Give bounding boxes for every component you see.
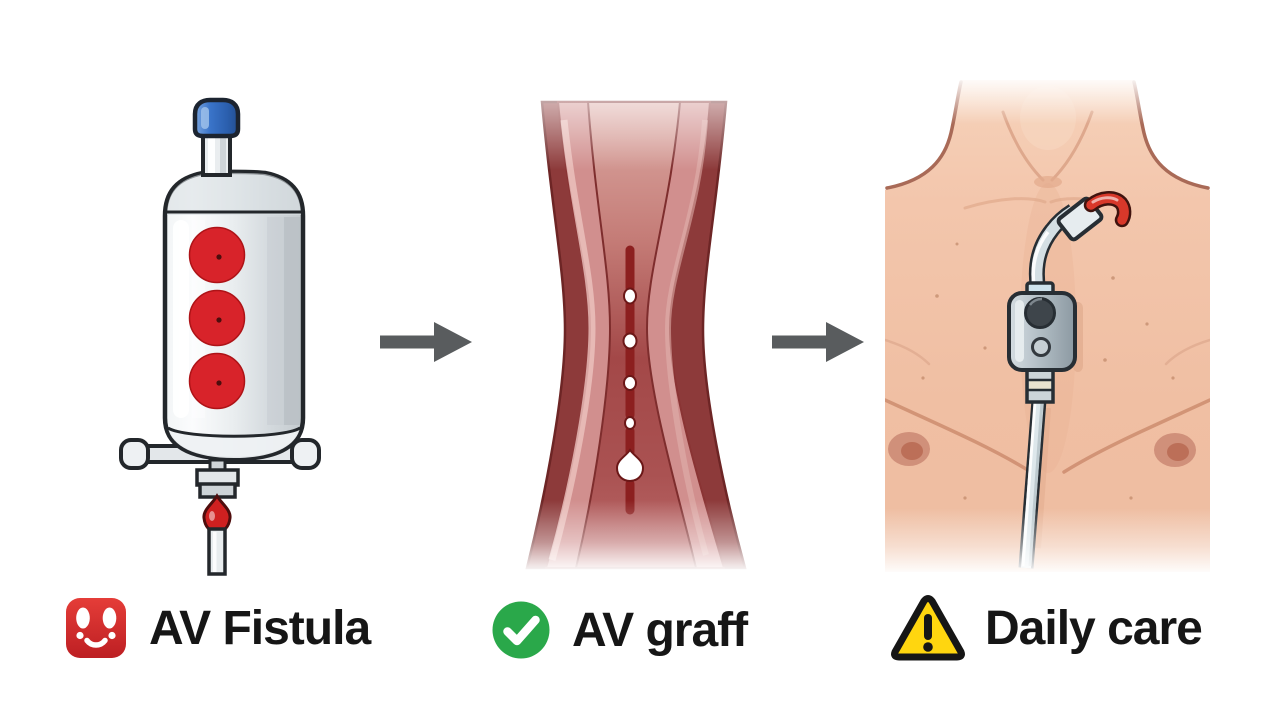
suture-knots [615, 287, 645, 483]
device-button [1024, 297, 1056, 329]
arrow-right-icon [380, 322, 472, 362]
illustration-daily-care-chest-catheter [885, 78, 1210, 572]
red-face-badge-icon [66, 598, 126, 658]
bottle-outlet-tube [207, 527, 227, 576]
label-av-fistula: AV Fistula [149, 602, 371, 655]
bottle-neck [201, 131, 232, 177]
arrow-right-icon [772, 322, 864, 362]
label-av-graft: AV graff [572, 604, 748, 657]
illustration-av-graft-vessel [518, 100, 748, 570]
illustration-av-fistula-bottle [119, 97, 321, 576]
bottle-connector [195, 468, 240, 499]
device-small-port [1031, 337, 1051, 357]
caption-daily-care: Daily care [888, 594, 1203, 662]
nipple-left [888, 432, 930, 466]
catheter-red-tip [1083, 191, 1132, 228]
nipple-right [1154, 433, 1196, 467]
caption-av-fistula: AV Fistula [64, 594, 371, 662]
label-daily-care: Daily care [985, 602, 1203, 655]
caption-av-graft: AV graff [490, 596, 748, 664]
bottle-cap [192, 97, 241, 139]
catheter-hub-device [1007, 281, 1077, 372]
blood-port-circles [188, 226, 246, 410]
skin-freckles [921, 242, 1175, 500]
blood-drop [202, 493, 232, 534]
check-circle-icon [492, 601, 550, 659]
warning-triangle-icon [891, 595, 965, 661]
catheter-connector [1025, 366, 1055, 404]
